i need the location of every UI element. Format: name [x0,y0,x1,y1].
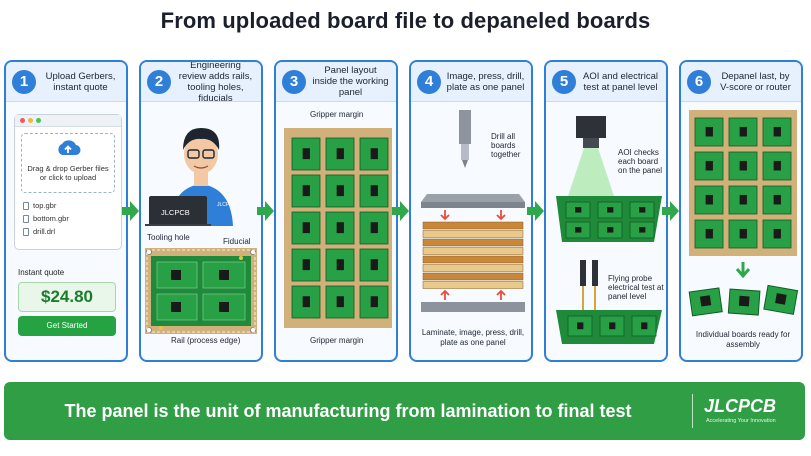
cloud-upload-icon [58,140,81,156]
close-dot-icon [20,118,25,123]
step-header: 6 Depanel last, by V-score or router [681,62,801,102]
arrow-right-icon [257,201,274,221]
window-titlebar [15,115,121,127]
step6-caption: Individual boards ready for assembly [695,330,791,349]
file-name: top.gbr [33,201,57,210]
arrow-up-icon [440,289,506,300]
file-name: bottom.gbr [33,214,69,223]
arrow-right-icon [392,201,409,221]
summary-banner: The panel is the unit of manufacturing f… [4,382,805,440]
laptop-brand: JLCPCB [161,208,190,217]
step-title: Panel layout inside the working panel [312,65,389,98]
step-title: Upload Gerbers, instant quote [45,70,116,93]
step-card-2: 2 Engineering review adds rails, tooling… [139,60,263,362]
shirt-brand: JLCPCB [217,202,237,208]
step-card-5: 5 AOI and electrical test at panel level… [544,60,668,362]
drill-icon [459,110,471,168]
step-title: AOI and electrical test at panel level [583,70,658,93]
step-card-3: 3 Panel layout inside the working panel … [274,60,398,362]
file-name: drill.drl [33,227,56,236]
step-title: Image, press, drill, plate as one panel [446,70,525,93]
page-title: From uploaded board file to depaneled bo… [160,8,651,33]
step-number: 1 [12,69,36,94]
file-item: top.gbr [15,199,121,212]
banner-divider [692,394,693,428]
upload-window: Drag & drop Gerber files or click to upl… [14,114,122,250]
step4-caption: Laminate, image, press, drill, plate as … [421,328,525,347]
step-card-1: 1 Upload Gerbers, instant quote Drag & d… [4,60,128,362]
upload-instructions: Drag & drop Gerber files or click to upl… [27,164,109,182]
finished-panel [689,110,797,256]
probe-icon [580,260,598,310]
quote-price: $24.80 [18,282,116,312]
step-number: 2 [147,69,171,94]
tooling-hole-label: Tooling hole [147,233,190,242]
file-item: bottom.gbr [15,212,121,225]
get-started-button[interactable]: Get Started [18,316,116,336]
upload-dropzone[interactable]: Drag & drop Gerber files or click to upl… [21,133,115,193]
laptop-icon [145,196,211,226]
press-drill-illustration [421,110,525,312]
brand-logo: JLCPCB [704,396,777,416]
step-number: 4 [417,69,441,94]
step-number: 6 [687,69,711,94]
aoi-label: AOI checks each board on the panel [618,148,663,175]
step-header: 3 Panel layout inside the working panel [276,62,396,102]
file-item: drill.drl [15,225,121,238]
step-title: Depanel last, by V-score or router [720,70,791,93]
banner-text: The panel is the unit of manufacturing f… [64,401,632,421]
flying-probe-label: Flying probe electrical test at panel le… [608,274,664,301]
test-illustration [556,116,662,344]
working-panel [284,128,392,328]
engineer-illustration [145,128,233,226]
step-header: 5 AOI and electrical test at panel level [546,62,666,102]
step-header: 1 Upload Gerbers, instant quote [6,62,126,102]
rail-label: Rail (process edge) [171,336,241,345]
file-icon [23,214,29,223]
brand-tagline: Accelerating Your Innovation [706,418,776,424]
step-header: 4 Image, press, drill, plate as one pane… [411,62,531,102]
step-number: 3 [282,69,306,94]
step-card-4: 4 Image, press, drill, plate as one pane… [409,60,533,362]
fiducial-label: Fiducial [223,237,251,246]
file-icon [23,227,29,236]
arrow-right-icon [662,201,679,221]
arrow-right-icon [527,201,544,221]
minimize-dot-icon [28,118,33,123]
step-card-6: 6 Depanel last, by V-score or router Ind… [679,60,803,362]
maximize-dot-icon [36,118,41,123]
arrow-right-icon [122,201,139,221]
step-header: 2 Engineering review adds rails, tooling… [141,60,261,104]
step-title: Engineering review adds rails, tooling h… [178,60,253,104]
arrow-down-icon [440,210,506,221]
camera-icon [568,116,614,196]
drill-label: Drill all boards together [491,132,521,159]
file-icon [23,201,29,210]
arrow-down-icon [735,262,751,279]
gripper-margin-top-label: Gripper margin [310,110,364,119]
gripper-margin-bottom-label: Gripper margin [310,336,364,345]
panel-with-rails [145,248,257,334]
individual-boards [688,284,799,317]
step-number: 5 [552,69,576,94]
quote-label: Instant quote [18,268,65,277]
